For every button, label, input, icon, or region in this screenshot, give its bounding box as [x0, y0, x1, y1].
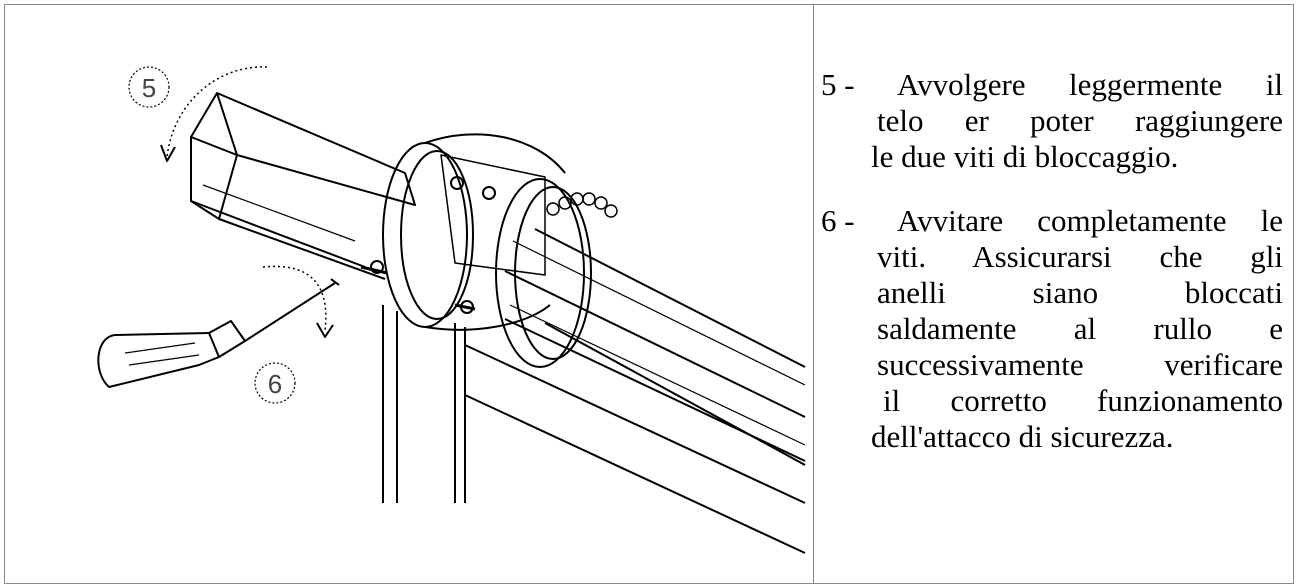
left-ring	[382, 142, 468, 328]
screwdriver-icon	[97, 278, 340, 388]
step-number: 5 -	[821, 67, 855, 102]
callout-5-label: 5	[142, 73, 156, 103]
right-ring	[495, 178, 585, 368]
callout-circle-5	[128, 66, 170, 108]
instruction-panel: 5 6 5 - Avvolgere leggermente il telo er…	[4, 4, 1294, 584]
step-text-line: dell'attacco di sicurezza.	[871, 419, 1174, 454]
hole-2	[482, 186, 496, 200]
hole-1	[450, 176, 464, 190]
step-list: 5 - Avvolgere leggermente il telo er pot…	[821, 67, 1283, 483]
step-text-line: anelli siano bloccati	[877, 275, 1283, 310]
tube-upper-edge	[534, 228, 806, 368]
rotation-arrow-6	[262, 265, 327, 332]
tube-top-face	[190, 92, 416, 206]
step-text-line: saldamente al rullo e	[877, 311, 1283, 346]
step-text-line: telo er poter raggiungere	[877, 103, 1283, 138]
step-text-line: Avvolgere leggermente il	[897, 67, 1283, 102]
step-text-line: il corretto funzionamento	[883, 383, 1283, 418]
step-text-line: le due viti di bloccaggio.	[871, 139, 1179, 174]
column-divider	[813, 5, 814, 583]
rotation-arrow-5	[166, 66, 268, 158]
step-text-line: Avvitare completamente le	[897, 203, 1283, 238]
callout-circle-6	[254, 362, 296, 404]
roller-tube-diagram: 5 6	[97, 66, 806, 554]
step-5: 5 - Avvolgere leggermente il telo er pot…	[821, 67, 1283, 175]
assembly-illustration: 5 6	[5, 5, 813, 583]
step-number: 6 -	[821, 203, 855, 238]
callout-6-label: 6	[268, 369, 282, 399]
step-text-line: viti. Assicurarsi che gli	[877, 239, 1283, 274]
step-6: 6 - Avvitare completamente le viti. Assi…	[821, 203, 1283, 455]
step-text-line: successivamente verificare	[877, 347, 1283, 382]
